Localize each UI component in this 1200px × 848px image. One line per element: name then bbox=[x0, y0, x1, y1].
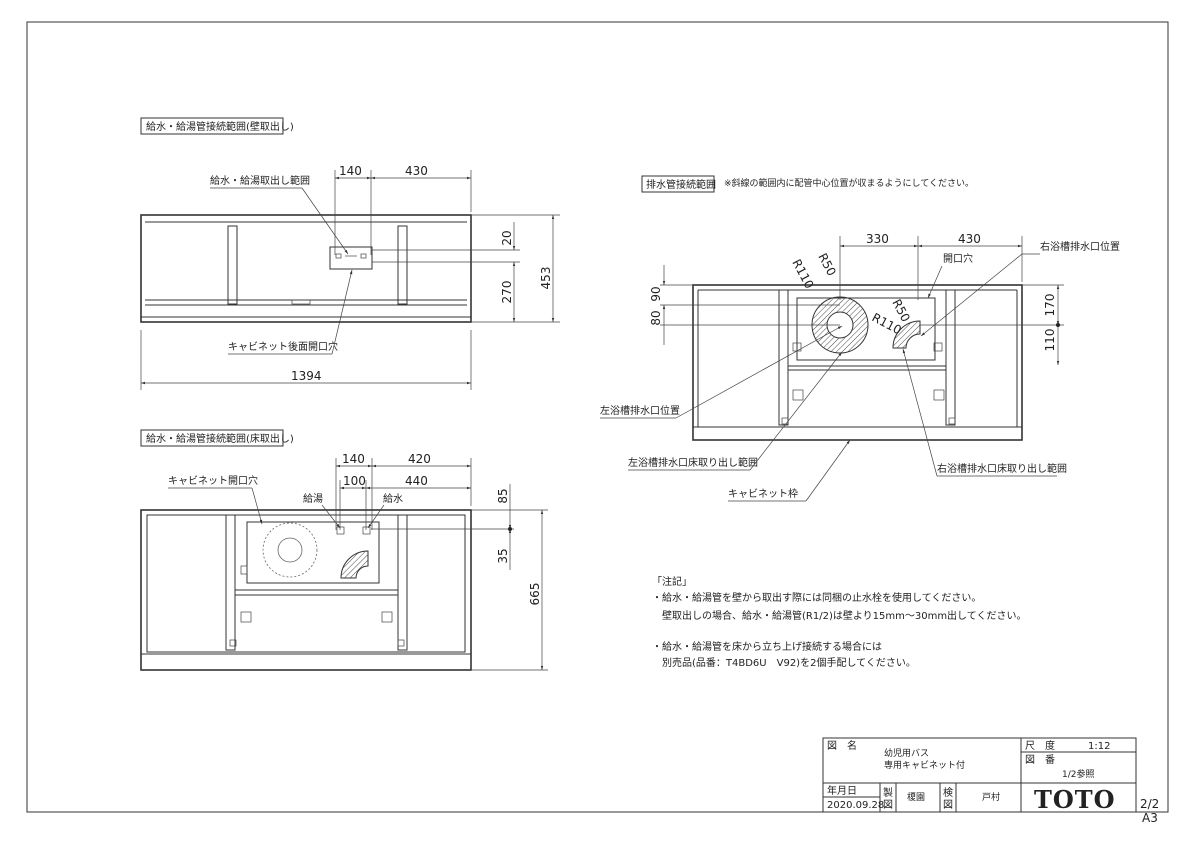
drain-cabinet bbox=[692, 284, 1023, 441]
drain-dim-90: 90 bbox=[649, 286, 663, 301]
wall-view: 給水・給湯管接続範囲(壁取出し) 140 430 bbox=[140, 117, 560, 390]
tb-number: 1/2参照 bbox=[1062, 768, 1095, 780]
tb-label-drawn: 製 bbox=[883, 786, 893, 799]
floor-callout-hole: キャビネット開口穴 bbox=[168, 474, 258, 487]
wall-view-title-box bbox=[140, 117, 284, 135]
sheet-border bbox=[26, 21, 1169, 813]
tb-label-checked: 検 bbox=[943, 786, 953, 799]
floor-label-hot: 給湯 bbox=[303, 492, 323, 505]
floor-dim-85: 85 bbox=[496, 488, 510, 503]
drain-dim-330: 330 bbox=[866, 232, 889, 246]
drain-label-right-range: 右浴槽排水口床取り出し範囲 bbox=[937, 462, 1067, 475]
drain-dim-r50-left: R50 bbox=[815, 251, 838, 278]
wall-view-title: 給水・給湯管接続範囲(壁取出し) bbox=[146, 120, 294, 133]
floor-cabinet bbox=[140, 509, 472, 671]
tb-label-number: 図 番 bbox=[1025, 754, 1055, 766]
floor-dim-100: 100 bbox=[343, 474, 366, 488]
tb-name-line-2: 専用キャビネット付 bbox=[884, 759, 965, 771]
wall-cabinet bbox=[140, 214, 472, 323]
notes-line-1: ・給水・給湯管を壁から取出す際には同梱の止水栓を使用してください。 bbox=[652, 591, 981, 604]
toto-logo: TOTO bbox=[1034, 785, 1116, 814]
tb-label-scale: 尺 度 bbox=[1025, 739, 1055, 752]
drain-label-frame: キャビネット枠 bbox=[728, 487, 798, 500]
drain-view-note: ※斜線の範囲内に配管中心位置が収まるようにしてください。 bbox=[724, 177, 974, 189]
wall-dim-20: 20 bbox=[500, 230, 514, 245]
drain-label-left-pos: 左浴槽排水口位置 bbox=[600, 404, 680, 417]
tb-label-name: 図 名 bbox=[827, 739, 857, 752]
wall-dim-453: 453 bbox=[539, 267, 553, 290]
tb-date: 2020.09.28 bbox=[827, 800, 884, 811]
tb-name-line-1: 幼児用バス bbox=[884, 747, 929, 759]
wall-callout-hole: キャビネット後面開口穴 bbox=[228, 340, 338, 353]
tb-sheet: 2/2 bbox=[1140, 797, 1159, 811]
drain-dim-r110-left: R110 bbox=[789, 257, 816, 291]
tb-paper: A3 bbox=[1142, 811, 1158, 825]
drain-label-hole: 開口穴 bbox=[943, 252, 973, 265]
svg-text:図: 図 bbox=[943, 799, 953, 811]
tb-label-date: 年月日 bbox=[827, 784, 857, 797]
drain-label-right-pos: 右浴槽排水口位置 bbox=[1040, 240, 1120, 253]
drain-label-left-range: 左浴槽排水口床取り出し範囲 bbox=[628, 456, 758, 469]
title-block: 図 名 幼児用バス 専用キャビネット付 尺 度 1:12 図 番 1/2参照 年… bbox=[822, 737, 1159, 825]
floor-dim-420: 420 bbox=[408, 452, 431, 466]
floor-view-title-box bbox=[140, 429, 284, 447]
tb-scale: 1:12 bbox=[1088, 741, 1110, 752]
floor-view: 給水・給湯管接続範囲(床取出し) 140 420 bbox=[140, 429, 548, 671]
wall-dim-270: 270 bbox=[500, 281, 514, 304]
floor-label-cold: 給水 bbox=[383, 492, 403, 505]
notes-header: 「注記」 bbox=[652, 575, 692, 588]
notes-line-3: ・給水・給湯管を床から立ち上げ接続する場合には bbox=[652, 640, 882, 653]
notes-line-2: 壁取出しの場合、給水・給湯管(R1/2)は壁より15mm～30mm出してください… bbox=[652, 609, 1026, 622]
wall-dim-1394: 1394 bbox=[291, 369, 322, 383]
floor-dim-140: 140 bbox=[342, 452, 365, 466]
wall-callout-range: 給水・給湯取出し範囲 bbox=[210, 174, 310, 187]
notes-block: 「注記」 ・給水・給湯管を壁から取出す際には同梱の止水栓を使用してください。 壁… bbox=[652, 575, 1026, 669]
floor-view-title: 給水・給湯管接続範囲(床取出し) bbox=[146, 432, 294, 445]
floor-dim-440: 440 bbox=[405, 474, 428, 488]
svg-text:図: 図 bbox=[883, 799, 893, 811]
drain-dim-110: 110 bbox=[1043, 329, 1057, 352]
wall-dim-430: 430 bbox=[405, 164, 428, 178]
drain-view-title-box bbox=[641, 175, 715, 193]
floor-dim-665: 665 bbox=[528, 583, 542, 606]
wall-opening-hole bbox=[329, 246, 373, 270]
wall-dim-140: 140 bbox=[339, 164, 362, 178]
drain-dim-430: 430 bbox=[958, 232, 981, 246]
notes-line-4: 別売品(品番：T4BD6U V92)を2個手配してください。 bbox=[652, 656, 916, 669]
drain-dim-170: 170 bbox=[1043, 294, 1057, 317]
tb-checked-by: 戸村 bbox=[982, 791, 1000, 803]
floor-dim-35: 35 bbox=[496, 548, 510, 563]
tb-drawn-by: 榎園 bbox=[907, 791, 925, 803]
drain-dim-80: 80 bbox=[649, 310, 663, 325]
drain-view: 排水管接続範囲 ※斜線の範囲内に配管中心位置が収まるようにしてください。 bbox=[600, 175, 1120, 502]
drain-view-title: 排水管接続範囲 bbox=[646, 178, 716, 191]
